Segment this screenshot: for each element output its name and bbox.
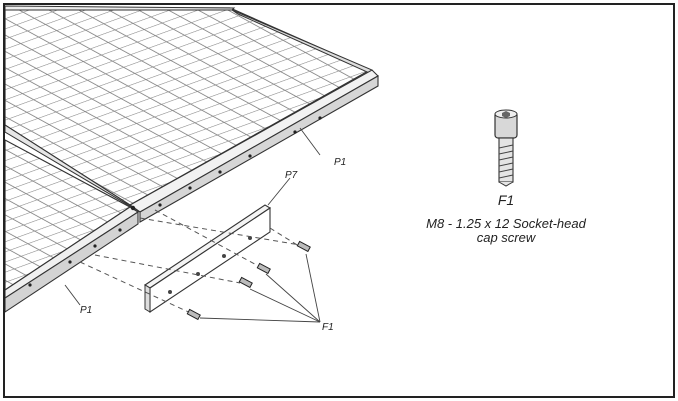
screws-f1 <box>186 240 311 321</box>
alignment-lines <box>79 209 303 316</box>
rail-holes <box>28 116 322 287</box>
grid-panel-upper <box>5 5 379 223</box>
fastener-id: F1 <box>498 192 514 208</box>
fastener-spec-line2: cap screw <box>477 230 537 245</box>
leader-lines <box>64 127 321 323</box>
label-p7: P7 <box>285 170 298 181</box>
joiner-plate-p7 <box>143 204 272 314</box>
label-f1-screws: F1 <box>322 322 334 333</box>
diagram-frame <box>3 3 675 398</box>
fastener-spec-line1: M8 - 1.25 x 12 Socket-head <box>426 216 586 231</box>
socket-head-cap-screw-icon <box>494 109 518 187</box>
label-p1-bottom: P1 <box>80 305 92 316</box>
label-p1-top: P1 <box>334 157 346 168</box>
